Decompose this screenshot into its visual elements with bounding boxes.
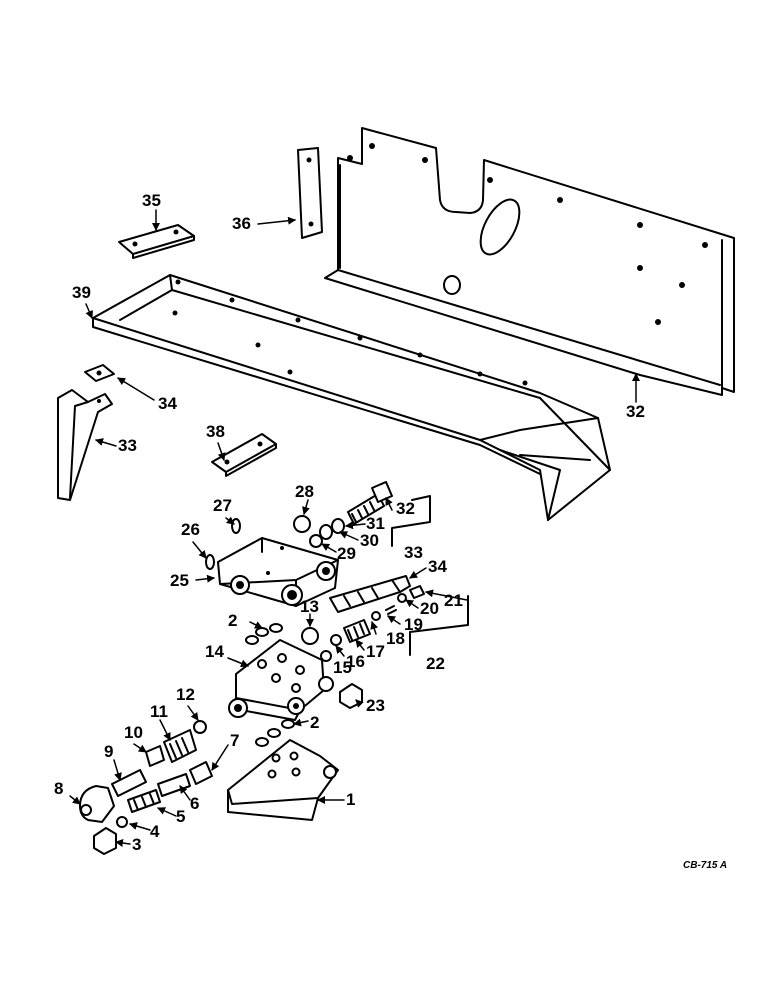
callout-28: 30 bbox=[360, 531, 379, 550]
callout-3: 3 bbox=[132, 835, 142, 854]
callout-2-upper: 2 bbox=[228, 611, 238, 630]
channel-rail-part-39 bbox=[92, 274, 611, 521]
drawing-code: CB-715 A bbox=[683, 860, 728, 871]
callout-16: 16 bbox=[346, 652, 365, 671]
callout-17: 17 bbox=[366, 642, 385, 661]
callout-21: 21 bbox=[444, 591, 463, 610]
side-panel-part-33 bbox=[324, 127, 735, 396]
callout-10: 10 bbox=[124, 723, 143, 742]
callout-33: 32 bbox=[626, 402, 645, 421]
callout-5: 5 bbox=[176, 807, 186, 826]
callout-34: 33 bbox=[118, 436, 137, 455]
callout-37: 36 bbox=[232, 214, 251, 233]
callout-2-lower: 2 bbox=[310, 713, 320, 732]
base-plate-part-1 bbox=[227, 739, 339, 821]
callout-15: 15 bbox=[333, 658, 352, 677]
callout-9: 9 bbox=[104, 742, 114, 761]
plug-part-23 bbox=[339, 683, 363, 709]
callout-32: 34 bbox=[428, 557, 447, 576]
callout-35: 34 bbox=[158, 394, 177, 413]
callout-29: 31 bbox=[366, 514, 385, 533]
callout-36: 35 bbox=[142, 191, 161, 210]
callout-24: 25 bbox=[170, 571, 189, 590]
callout-11: 11 bbox=[150, 702, 168, 721]
vertical-plate-part-37 bbox=[297, 147, 323, 239]
callout-7: 7 bbox=[230, 731, 240, 750]
o-ring-part-15 bbox=[320, 650, 332, 662]
valve-body-part-14 bbox=[228, 639, 334, 721]
callout-23: 23 bbox=[366, 696, 385, 715]
callout-19: 19 bbox=[404, 615, 423, 634]
callout-22: 22 bbox=[426, 654, 445, 673]
callout-1: 1 bbox=[346, 790, 356, 809]
relief-valve-parts-16-21 bbox=[330, 585, 425, 646]
clip-part-35 bbox=[84, 364, 115, 382]
callout-38: 38 bbox=[206, 422, 225, 441]
bracket-part-34 bbox=[57, 389, 113, 501]
callout-13: 13 bbox=[300, 597, 319, 616]
callout-31: 33 bbox=[404, 543, 423, 562]
callout-4: 4 bbox=[150, 822, 160, 841]
callout-27: 29 bbox=[337, 544, 356, 563]
callout-39: 39 bbox=[72, 283, 91, 302]
plate-part-38 bbox=[211, 433, 277, 477]
callout-12: 12 bbox=[176, 685, 195, 704]
valve-body-part-24 bbox=[217, 537, 339, 607]
callout-14: 14 bbox=[205, 642, 224, 661]
callout-26: 28 bbox=[295, 482, 314, 501]
o-ring-part-13 bbox=[301, 627, 319, 645]
callout-30: 32 bbox=[396, 499, 415, 518]
spool-part-32 bbox=[329, 575, 411, 613]
callout-18: 18 bbox=[386, 629, 405, 648]
plug-stack-parts-26-30 bbox=[293, 481, 393, 548]
bracket-line-22 bbox=[409, 595, 469, 656]
callout-8: 8 bbox=[54, 779, 64, 798]
callout-6: 6 bbox=[190, 794, 200, 813]
callout-25-lower: 26 bbox=[181, 520, 200, 539]
o-ring-part-25 bbox=[231, 518, 241, 534]
callout-20: 20 bbox=[420, 599, 439, 618]
o-ring-part-25 bbox=[205, 554, 215, 570]
callout-25-upper: 27 bbox=[213, 496, 232, 515]
bracket-line-31 bbox=[391, 495, 431, 547]
